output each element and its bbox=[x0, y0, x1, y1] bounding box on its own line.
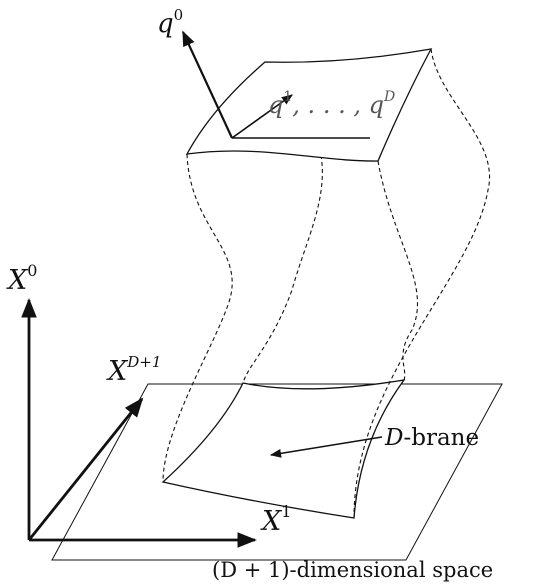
q0-axis-arrow bbox=[182, 30, 233, 139]
x1-label: X1 bbox=[260, 502, 291, 537]
x-d1-label: XD+1 bbox=[106, 353, 161, 387]
q0-label: q0 bbox=[157, 6, 183, 39]
dbrane-patch bbox=[161, 379, 406, 519]
x0-label: X0 bbox=[6, 261, 37, 296]
top-cross-section bbox=[185, 48, 433, 162]
x-d1-axis-arrow bbox=[27, 397, 144, 541]
q-range-label: q1, . . . , qD bbox=[268, 89, 395, 119]
dbrane-pointer-arrow bbox=[269, 436, 383, 458]
qd-axis-arrow bbox=[231, 94, 293, 139]
worldvolume-edges bbox=[162, 48, 491, 519]
space-caption: (D + 1)-dimensional space bbox=[212, 558, 493, 582]
dbrane-label: D-brane bbox=[384, 425, 479, 451]
